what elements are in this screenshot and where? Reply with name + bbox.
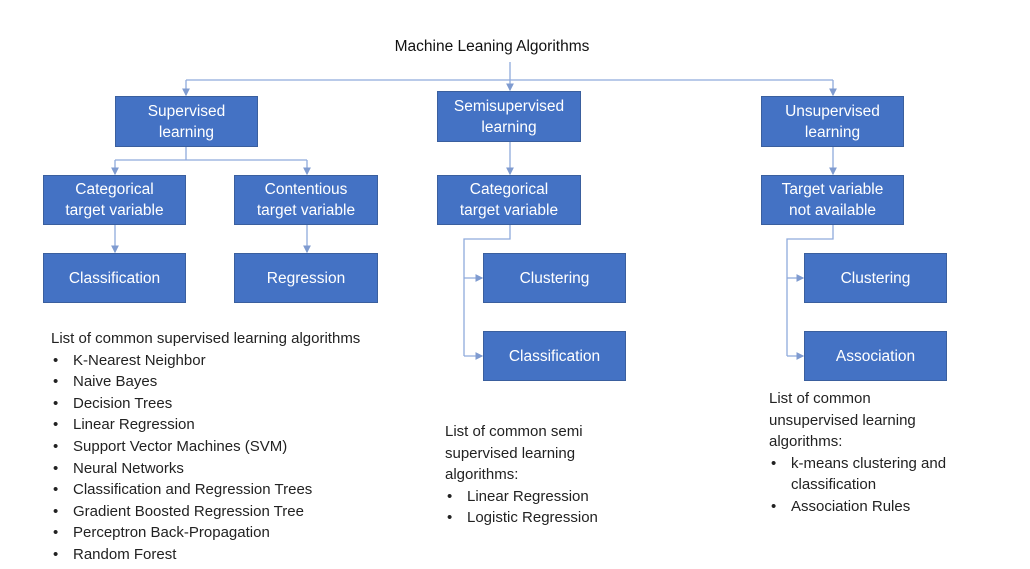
list-item: Association Rules <box>769 496 974 518</box>
node-supervised: Supervised learning <box>115 96 258 147</box>
node-unsup-clustering: Clustering <box>804 253 947 303</box>
list-item: k-means clustering and classification <box>769 453 974 496</box>
node-sup-classification: Classification <box>43 253 186 303</box>
list-item: Perceptron Back-Propagation <box>51 522 431 544</box>
node-sup-regression: Regression <box>234 253 378 303</box>
node-unsupervised: Unsupervised learning <box>761 96 904 147</box>
list-item: Naive Bayes <box>51 371 431 393</box>
node-sup-continuous: Contentious target variable <box>234 175 378 225</box>
supervised-algorithms-list: List of common supervised learning algor… <box>51 328 431 566</box>
list-item: Linear Regression <box>51 414 431 436</box>
node-sup-categorical: Categorical target variable <box>43 175 186 225</box>
list-heading: List of common semi supervised learning … <box>445 423 583 484</box>
list-item: Decision Trees <box>51 393 431 415</box>
list-item: Random Forest <box>51 544 431 566</box>
list-heading: List of common supervised learning algor… <box>51 330 361 347</box>
list-item: Logistic Regression <box>445 507 645 529</box>
unsupervised-algorithms-list: List of common unsupervised learning alg… <box>769 388 974 518</box>
list-item: Neural Networks <box>51 458 431 480</box>
node-semi-classification: Classification <box>483 331 626 381</box>
list-item: Gradient Boosted Regression Tree <box>51 501 431 523</box>
list-item: K-Nearest Neighbor <box>51 350 431 372</box>
semisupervised-algorithms-list: List of common semi supervised learning … <box>445 421 645 529</box>
list-item: Classification and Regression Trees <box>51 479 431 501</box>
connector-semi-branch <box>463 225 511 356</box>
node-semi-clustering: Clustering <box>483 253 626 303</box>
list-item: Support Vector Machines (SVM) <box>51 436 431 458</box>
node-unsup-association: Association <box>804 331 947 381</box>
diagram-title: Machine Leaning Algorithms <box>394 38 590 55</box>
node-semisupervised: Semisupervised learning <box>437 91 581 142</box>
list-heading: List of common unsupervised learning alg… <box>769 390 916 451</box>
connector-unsup-branch <box>786 225 834 356</box>
node-semi-categorical: Categorical target variable <box>437 175 581 225</box>
list-item: Linear Regression <box>445 486 645 508</box>
node-unsup-target: Target variable not available <box>761 175 904 225</box>
connector-sup-split <box>115 147 307 161</box>
